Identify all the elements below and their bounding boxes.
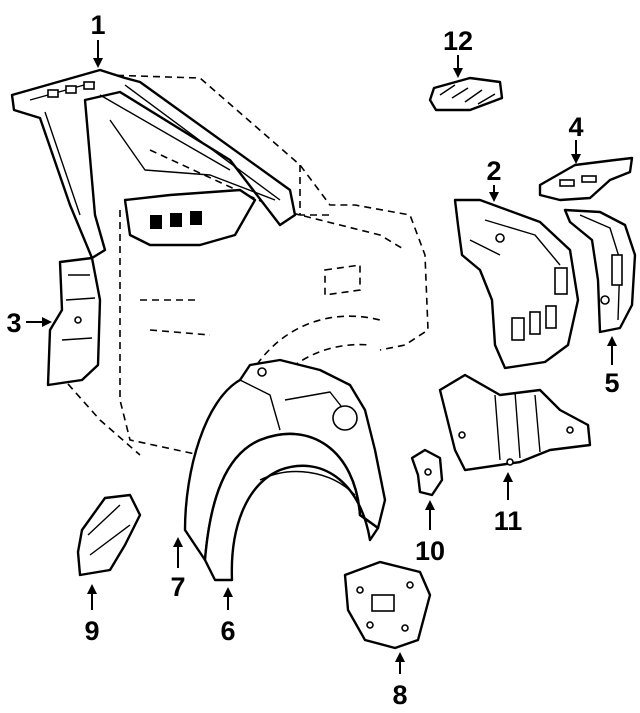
part-6-inner-wheelhouse xyxy=(203,367,380,582)
part-11-floor-extension xyxy=(438,373,592,472)
callout-3: 3 xyxy=(6,308,21,338)
part-2-inner-panel xyxy=(453,198,580,370)
part-8-mounting-plate xyxy=(343,560,432,650)
part-10-small-clip xyxy=(410,448,444,497)
callout-11: 11 xyxy=(494,506,523,536)
callout-1: 1 xyxy=(90,10,105,40)
callout-12: 12 xyxy=(443,26,473,56)
part-12-bracket xyxy=(428,76,504,112)
part-4-upper-bracket xyxy=(538,156,634,202)
part-9-trim-piece xyxy=(76,493,142,577)
callout-10: 10 xyxy=(415,536,445,566)
callout-9: 9 xyxy=(84,616,99,646)
leader-lines xyxy=(26,40,617,674)
part-5-reinforcement xyxy=(563,208,637,334)
callout-4: 4 xyxy=(568,112,583,142)
callout-5: 5 xyxy=(604,368,619,398)
part-1-quarter-inner-frame xyxy=(10,68,297,260)
callout-8: 8 xyxy=(392,680,407,710)
callout-7: 7 xyxy=(170,572,185,602)
part-3-lower-pillar xyxy=(46,256,102,387)
callout-2: 2 xyxy=(486,156,501,186)
callout-6: 6 xyxy=(220,616,235,646)
